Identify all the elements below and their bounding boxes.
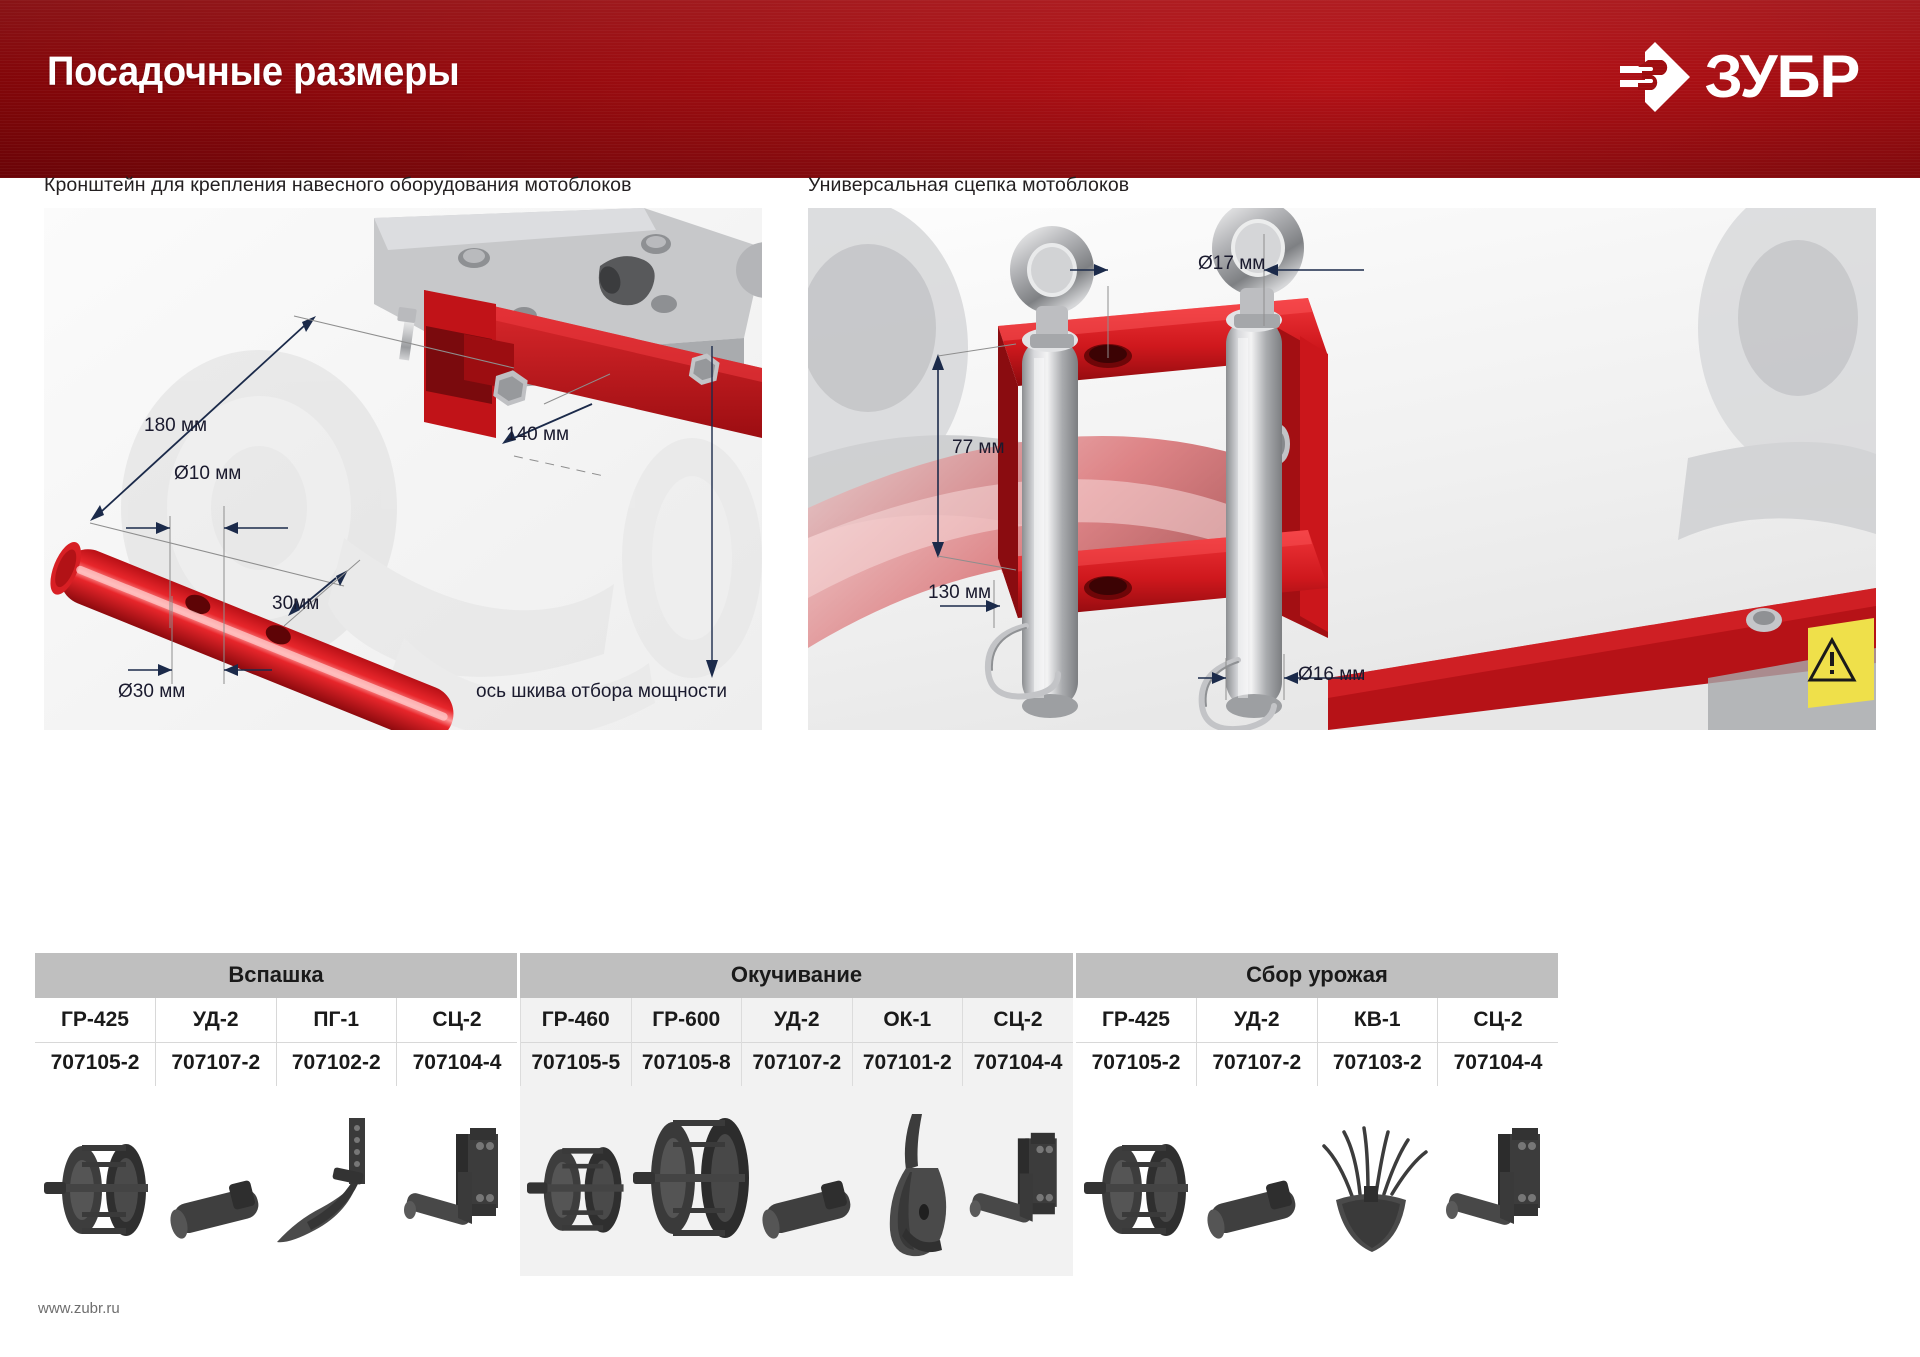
table-cell-code: 707107-2: [1196, 1042, 1317, 1086]
hitch-bracket-icon: [969, 1132, 1057, 1223]
table-cell-model: УД-2: [155, 998, 276, 1043]
table-card-okuchivanie: Окучивание ГР-460 ГР-600 УД-2 ОК-1 СЦ-2 …: [520, 953, 1073, 1086]
table-cell-model: ГР-600: [630, 998, 742, 1043]
table-title: Сбор урожая: [1076, 953, 1558, 998]
table-cell-model: ПГ-1: [275, 998, 397, 1043]
table-cell-code: 707107-2: [155, 1042, 276, 1086]
page-header: Посадочные размеры ЗУБР: [0, 0, 1920, 178]
dim-label-width: 140 мм: [506, 424, 570, 445]
table-row-models: ГР-425 УД-2 ПГ-1 СЦ-2: [35, 998, 517, 1043]
wheel-cage-large-icon: [633, 1118, 750, 1238]
table-cell-code: 707105-2: [1076, 1042, 1197, 1086]
dim-label-hole-diameter: Ø10 мм: [174, 463, 242, 484]
table-cell-model: КВ-1: [1316, 998, 1438, 1043]
table-cell-code: 707104-4: [962, 1042, 1073, 1086]
panel-caption-bracket: Кронштейн для крепления навесного оборуд…: [44, 174, 632, 196]
wheel-cage-icon: [44, 1144, 149, 1236]
panel-caption-hitch: Универсальная сцепка мотоблоков: [808, 174, 1130, 196]
table-cell-code: 707107-2: [741, 1042, 852, 1086]
table-cell-code: 707105-8: [630, 1042, 742, 1086]
table-cell-model: СЦ-2: [1437, 998, 1558, 1043]
dim-label-bar-diameter: Ø30 мм: [118, 681, 186, 702]
table-cell-model: ОК-1: [851, 998, 963, 1043]
table-grid: ГР-425 УД-2 ПГ-1 СЦ-2 707105-2 707107-2 …: [35, 998, 517, 1086]
page-title: Посадочные размеры: [47, 48, 460, 94]
dim-label-width: 130 мм: [928, 582, 992, 603]
table-row-models: ГР-460 ГР-600 УД-2 ОК-1 СЦ-2: [520, 998, 1073, 1043]
annotation-pto-axis: ось шкива отбора мощности: [476, 681, 727, 702]
table-row-codes: 707105-2 707107-2 707102-2 707104-4: [35, 1042, 517, 1086]
eye-bolt-right: [1212, 208, 1304, 328]
table-cell-model: СЦ-2: [396, 998, 517, 1043]
table-cell-code: 707105-2: [35, 1042, 156, 1086]
table-grid: ГР-425 УД-2 КВ-1 СЦ-2 707105-2 707107-2 …: [1076, 998, 1558, 1086]
table-cell-model: ГР-460: [520, 998, 631, 1043]
table-row-models: ГР-425 УД-2 КВ-1 СЦ-2: [1076, 998, 1558, 1043]
product-icons-vspashka: [35, 1086, 517, 1276]
brand-logo: ЗУБР: [1618, 40, 1861, 114]
brand-wordmark: ЗУБР: [1704, 43, 1861, 110]
table-cell-code: 707104-4: [1437, 1042, 1558, 1086]
weight-bar-icon: [170, 1180, 259, 1239]
table-cell-model: СЦ-2: [962, 998, 1073, 1043]
table-cell-code: 707102-2: [275, 1042, 397, 1086]
wheel-cage-icon: [1084, 1144, 1188, 1236]
hitch-illustration: [808, 208, 1876, 730]
table-cell-model: ГР-425: [1102, 1008, 1170, 1031]
table-grid: ГР-460 ГР-600 УД-2 ОК-1 СЦ-2 707105-5 70…: [520, 998, 1073, 1086]
dim-label-length: 180 мм: [144, 415, 208, 436]
table-title: Вспашка: [35, 953, 517, 998]
weight-bar-icon: [1207, 1180, 1296, 1239]
table-cell-code: 707103-2: [1316, 1042, 1438, 1086]
plough-icon: [277, 1118, 366, 1243]
table-cell-code: 707104-4: [396, 1042, 517, 1086]
table-cell-model: ГР-425: [61, 1008, 129, 1031]
photo-bracket: 180 мм Ø10 мм 140 мм 30мм Ø30 мм ось шки…: [44, 208, 762, 730]
hiller-icon: [889, 1114, 946, 1257]
hitch-bracket-icon: [1446, 1128, 1540, 1225]
potato-digger-icon: [1322, 1126, 1428, 1252]
table-card-sbor-urozhaya: Сбор урожая ГР-425 УД-2 КВ-1 СЦ-2 707105…: [1076, 953, 1558, 1086]
hitch-bracket-icon: [403, 1128, 498, 1225]
bracket-illustration: [44, 208, 762, 730]
table-row-codes: 707105-2 707107-2 707103-2 707104-4: [1076, 1042, 1558, 1086]
table-cell-model: УД-2: [1196, 998, 1317, 1043]
weight-bar-icon: [762, 1180, 851, 1239]
zubr-arrow-diamond-icon: [1620, 42, 1691, 112]
table-row-codes: 707105-5 707105-8 707107-2 707101-2 7071…: [520, 1042, 1073, 1086]
table-cell-model: УД-2: [741, 998, 852, 1043]
table-cell-code: 707105-5: [520, 1042, 631, 1086]
table-title: Окучивание: [520, 953, 1073, 998]
wheel-cage-icon: [527, 1147, 624, 1233]
dim-label-height: 77 мм: [952, 437, 1005, 458]
table-card-vspashka: Вспашка ГР-425 УД-2 ПГ-1 СЦ-2 707105-2 7…: [35, 953, 517, 1086]
table-cell-code: 707101-2: [851, 1042, 963, 1086]
footer-url[interactable]: www.zubr.ru: [38, 1300, 120, 1317]
dim-label-hole-pitch: 30мм: [272, 593, 320, 614]
dim-label-pin-diameter: Ø16 мм: [1298, 664, 1366, 685]
photo-hitch: Ø17 мм 77 мм 130 мм Ø16 мм: [808, 208, 1876, 730]
product-icons-okuchivanie: [520, 1086, 1073, 1276]
product-icons-sbor-urozhaya: [1076, 1086, 1558, 1276]
dim-label-eye-bolt-diameter: Ø17 мм: [1198, 253, 1266, 274]
eye-bolt-left: [1010, 226, 1094, 348]
